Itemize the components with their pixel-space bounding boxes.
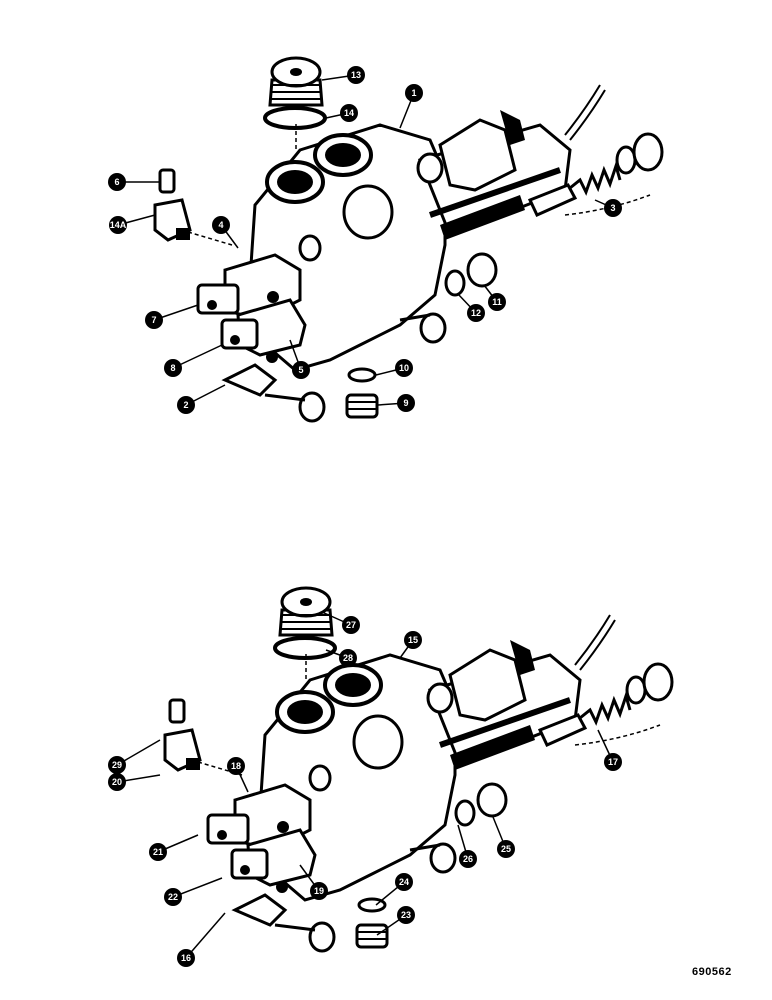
callout-bubble	[109, 216, 127, 234]
callout-number: 7	[151, 315, 156, 325]
callout-bubble	[108, 773, 126, 791]
callout-number: 12	[471, 308, 481, 318]
callout-number: 20	[112, 777, 122, 787]
callout-number: 9	[403, 398, 408, 408]
callout-bubble	[488, 293, 506, 311]
callout-bubble	[397, 906, 415, 924]
callout-number: 23	[401, 910, 411, 920]
callout-bubble	[340, 104, 358, 122]
callout-number: 4	[218, 220, 223, 230]
callout-bubble	[145, 311, 163, 329]
callout-leader	[185, 912, 226, 959]
callout-number: 17	[608, 757, 618, 767]
lower-callouts: 15 16 17 18 19 20 21 22 23 24 25 26 27 28 29	[108, 616, 622, 967]
callout-bubble	[404, 631, 422, 649]
callout-number: 22	[168, 892, 178, 902]
callout-bubble	[164, 359, 182, 377]
callout-number: 29	[112, 760, 122, 770]
callout-number: 14	[344, 108, 354, 118]
callout-bubble	[177, 949, 195, 967]
callout-number: 13	[351, 70, 361, 80]
callout-bubble	[497, 840, 515, 858]
callout-bubble	[395, 359, 413, 377]
callout-bubble	[397, 394, 415, 412]
callout-bubble	[347, 66, 365, 84]
callout-number: 10	[399, 363, 409, 373]
callout-bubble	[459, 850, 477, 868]
callout-number: 28	[343, 653, 353, 663]
callout-bubble	[342, 616, 360, 634]
callout-number: 6	[114, 177, 119, 187]
callout-bubble	[310, 882, 328, 900]
callout-bubble	[108, 173, 126, 191]
callout-bubble	[292, 361, 310, 379]
callout-bubble	[604, 753, 622, 771]
callout-number: 27	[346, 620, 356, 630]
callout-bubble	[339, 649, 357, 667]
callout-number: 25	[501, 844, 511, 854]
callout-bubble	[108, 756, 126, 774]
callout-number: 11	[492, 297, 502, 307]
callout-number: 1	[411, 88, 416, 98]
callout-bubble	[405, 84, 423, 102]
callout-leader	[172, 344, 223, 369]
callout-number: 3	[610, 203, 615, 213]
callout-number: 18	[231, 761, 241, 771]
callout-number: 14A	[110, 220, 127, 230]
callout-number: 19	[314, 886, 324, 896]
callout-number: 8	[170, 363, 175, 373]
callout-number: 2	[183, 400, 188, 410]
lower-assembly: 15 16 17 18 19 20 21 22 23 24 25 26 27 28 29	[108, 588, 672, 967]
callout-number: 5	[298, 365, 303, 375]
callout-bubble	[177, 396, 195, 414]
callout-bubble	[227, 757, 245, 775]
callout-number: 15	[408, 635, 418, 645]
callout-bubble	[212, 216, 230, 234]
figure-code: 690562	[692, 966, 732, 978]
callout-bubble	[467, 304, 485, 322]
callout-number: 26	[463, 854, 473, 864]
callout-number: 21	[153, 847, 163, 857]
callout-bubble	[604, 199, 622, 217]
callout-bubble	[164, 888, 182, 906]
callout-bubble	[395, 873, 413, 891]
callout-number: 16	[181, 953, 191, 963]
callout-bubble	[149, 843, 167, 861]
callout-number: 24	[399, 877, 409, 887]
